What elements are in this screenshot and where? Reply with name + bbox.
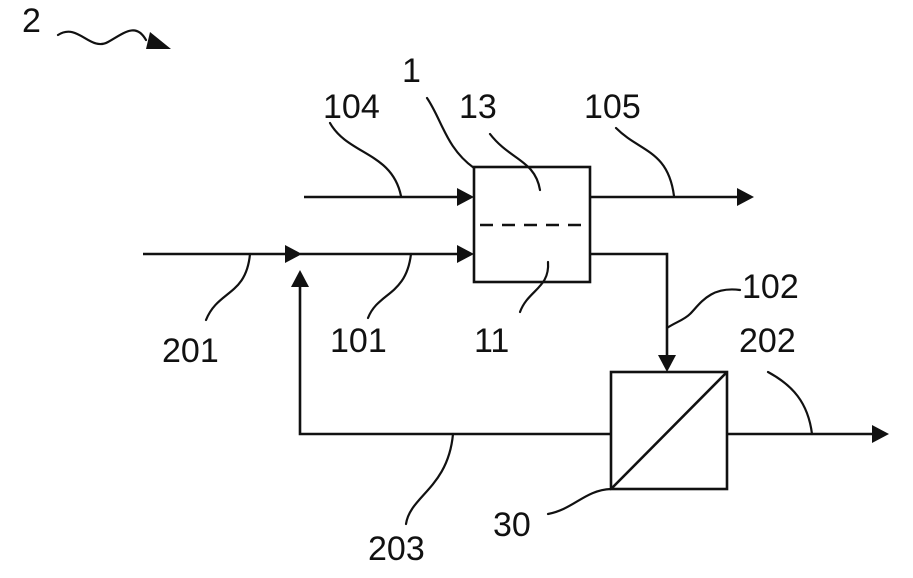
leader-101 [368, 254, 411, 318]
stream-203-arrowhead [291, 270, 309, 287]
stream-104-arrowhead [457, 188, 474, 206]
label-11: 11 [474, 322, 509, 360]
label-203: 203 [368, 530, 425, 568]
stream-102-arrowhead [658, 355, 676, 372]
stream-101-arrowhead [457, 245, 474, 263]
leader-202 [768, 372, 812, 434]
label-1: 1 [402, 52, 421, 90]
leader-105 [616, 128, 674, 196]
figure-number-arrowhead [146, 32, 171, 49]
leader-104 [330, 123, 401, 196]
label-104: 104 [323, 88, 380, 126]
stream-202-arrowhead [872, 425, 889, 443]
stream-105-arrowhead [737, 188, 754, 206]
stream-102-line [590, 254, 667, 358]
leader-201 [206, 254, 250, 320]
label-102: 102 [742, 268, 799, 306]
leader-102 [667, 289, 740, 328]
label-105: 105 [584, 88, 641, 126]
label-30: 30 [493, 506, 531, 544]
leader-203 [406, 434, 453, 524]
figure-number-label: 2 [22, 2, 41, 40]
junction-arrowhead [285, 245, 302, 263]
label-201: 201 [162, 332, 219, 370]
label-101: 101 [330, 322, 387, 360]
label-13: 13 [459, 88, 497, 126]
label-202: 202 [739, 322, 796, 360]
figure-number-leader [58, 30, 146, 44]
leader-30 [548, 489, 611, 514]
